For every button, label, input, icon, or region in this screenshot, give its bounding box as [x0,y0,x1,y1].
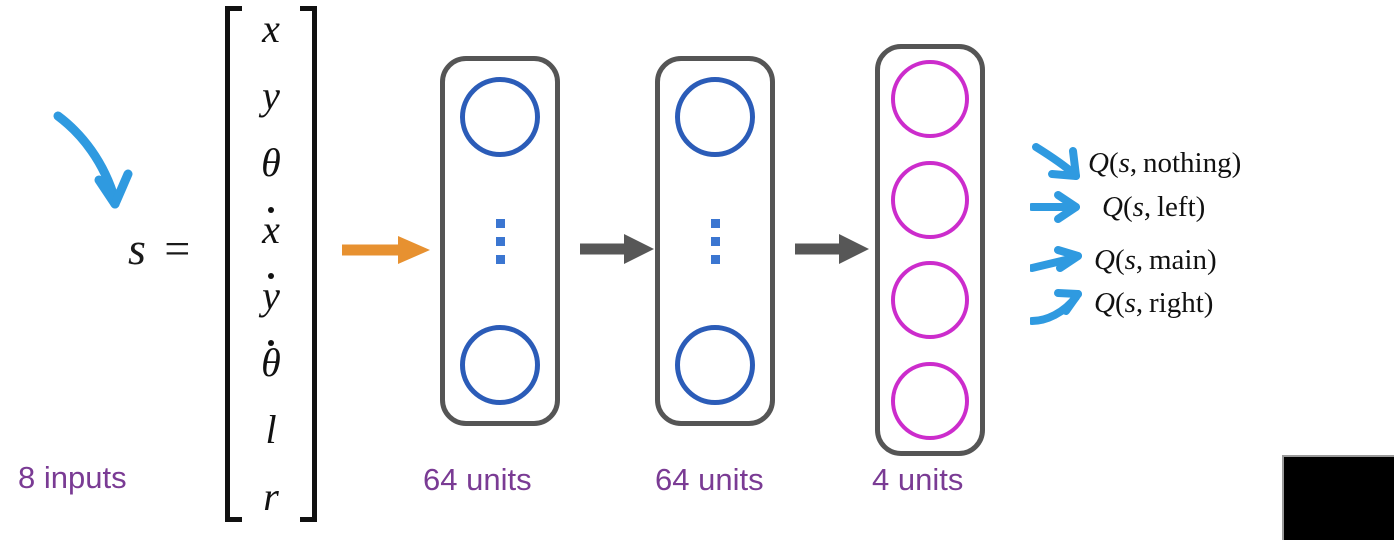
vector-component: θ [261,139,281,185]
q-output-row: Q(s, main) [1028,237,1300,283]
vector-component: x [262,206,280,252]
vector-component: x [262,6,280,51]
vector-component: r [263,473,279,519]
input-arrow-icon [340,232,432,273]
vector-component: θ [261,340,281,386]
caption-output: 4 units [872,462,964,497]
layer-box-output [875,44,985,456]
q-output-label: Q(s, main) [1094,243,1217,276]
ellipsis-icon [710,218,720,264]
layer-arrow-1-icon [578,230,656,273]
q-arrow-right-icon [1028,281,1088,325]
q-output-list: Q(s, nothing) Q(s, left) Q(s, main) [1028,140,1300,335]
q-arrow-main-icon [1028,238,1088,282]
vector-bracket-left [225,6,242,522]
layer-arrow-2-icon [793,230,871,273]
caption-hidden-2: 64 units [655,462,764,497]
q-output-label: Q(s, left) [1102,190,1206,223]
neuron [675,77,755,157]
caption-inputs: 8 inputs [18,460,127,495]
q-output-label: Q(s, nothing) [1088,146,1242,179]
caption-hidden-1: 64 units [423,462,532,497]
q-arrow-left-icon [1028,185,1088,229]
q-output-row: Q(s, right) [1028,280,1300,326]
neuron [891,361,969,440]
neuron [891,60,969,138]
annotation-arrow-icon [52,100,182,235]
black-corner-block [1282,455,1394,540]
q-output-label: Q(s, right) [1094,286,1214,319]
neuron [460,325,540,405]
neuron [891,160,969,239]
vector-component: y [262,273,280,319]
q-output-row: Q(s, nothing) [1030,140,1300,186]
neuron [460,77,540,157]
vector-component-list: x y θ x y θ l r [242,6,300,522]
vector-component: y [262,72,280,118]
layer-box-hidden-1 [440,56,560,426]
q-output-row: Q(s, left) [1028,184,1300,230]
vector-component: l [265,407,277,453]
q-arrow-nothing-icon [1030,141,1088,185]
vector-bracket-right [300,6,317,522]
neuron [675,325,755,405]
neuron [891,261,969,340]
state-equation-label: s = [128,223,195,274]
layer-box-hidden-2 [655,56,775,426]
ellipsis-icon [495,218,505,264]
state-vector: x y θ x y θ l r [225,6,317,522]
